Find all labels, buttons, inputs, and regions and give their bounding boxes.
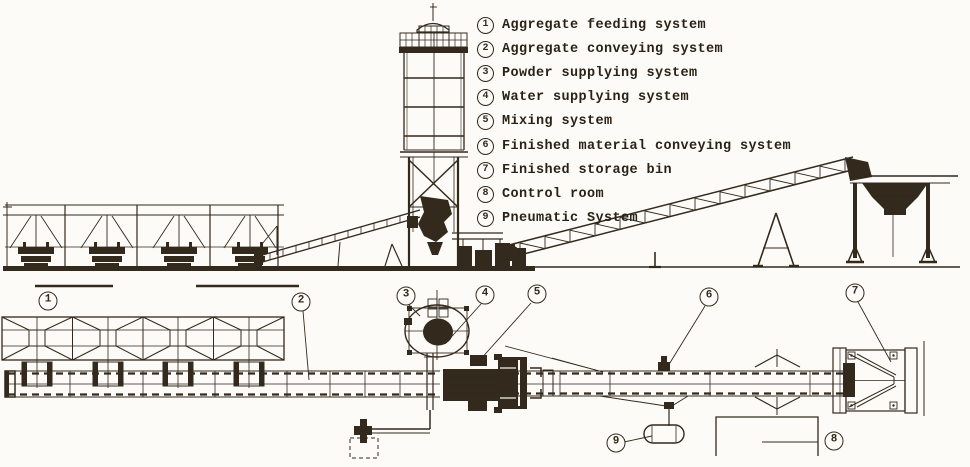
control-room-plan xyxy=(715,416,819,456)
storage-bin-elevation xyxy=(846,175,958,264)
feed-conveyor-elevation xyxy=(254,209,421,267)
legend-number-2-icon: 2 xyxy=(477,40,494,58)
ground-line xyxy=(3,266,960,288)
legend-item-7: 7 Finished storage bin xyxy=(477,158,791,182)
storage-bin-plan xyxy=(832,341,925,416)
pneumatic-tank xyxy=(643,424,685,444)
aggregate-bins-elevation xyxy=(3,202,284,269)
legend-item-2: 2 Aggregate conveying system xyxy=(477,37,791,61)
mixer-plan xyxy=(424,345,604,413)
legend-number-9-icon: 9 xyxy=(477,210,494,228)
cement-silo xyxy=(399,3,468,151)
leader-lines xyxy=(302,301,892,443)
legend-label-1: Aggregate feeding system xyxy=(502,17,707,33)
legend-item-9: 9 Pneumatic System xyxy=(477,207,791,231)
legend-item-1: 1 Aggregate feeding system xyxy=(477,13,791,37)
legend-label-2: Aggregate conveying system xyxy=(502,41,724,57)
legend-item-4: 4 Water supplying system xyxy=(477,86,791,110)
callout-8-icon: 8 xyxy=(824,431,844,451)
legend-number-4-icon: 4 xyxy=(477,89,494,107)
hopper-icon xyxy=(18,242,268,269)
belt-conveyor-plan-right xyxy=(510,349,845,426)
mixer-unit xyxy=(407,196,452,255)
legend-item-5: 5 Mixing system xyxy=(477,110,791,134)
legend-item-6: 6 Finished material conveying system xyxy=(477,134,791,158)
mixer-tower xyxy=(400,151,468,266)
silo-plan xyxy=(404,290,470,360)
callout-6-icon: 6 xyxy=(699,287,719,307)
water-pipe-plan xyxy=(349,410,431,459)
legend-label-5: Mixing system xyxy=(502,114,613,130)
legend-label-6: Finished material conveying system xyxy=(502,138,792,154)
legend-label-9: Pneumatic System xyxy=(502,211,639,227)
legend: 1 Aggregate feeding system 2 Aggregate c… xyxy=(477,13,791,231)
legend-label-7: Finished storage bin xyxy=(502,162,673,178)
belt-conveyor-plan-left xyxy=(4,370,440,398)
callout-7-icon: 7 xyxy=(845,283,865,303)
callout-3-icon: 3 xyxy=(396,286,416,306)
legend-number-7-icon: 7 xyxy=(477,161,494,179)
callout-4-icon: 4 xyxy=(475,285,495,305)
elevation-view xyxy=(3,3,960,288)
legend-number-1-icon: 1 xyxy=(477,16,494,34)
legend-number-5-icon: 5 xyxy=(477,113,494,131)
callout-1-icon: 1 xyxy=(38,291,58,311)
callout-9-icon: 9 xyxy=(606,433,626,453)
callout-5-icon: 5 xyxy=(527,284,547,304)
legend-item-3: 3 Powder supplying system xyxy=(477,61,791,85)
output-conveyor-elevation xyxy=(505,156,872,269)
legend-number-8-icon: 8 xyxy=(477,185,494,203)
legend-label-4: Water supplying system xyxy=(502,90,690,106)
legend-label-3: Powder supplying system xyxy=(502,65,698,81)
legend-item-8: 8 Control room xyxy=(477,182,791,206)
legend-number-6-icon: 6 xyxy=(477,137,494,155)
callout-2-icon: 2 xyxy=(291,292,311,312)
plan-view xyxy=(1,290,925,459)
silo-ladder-plan xyxy=(427,298,449,318)
legend-label-8: Control room xyxy=(502,186,605,202)
legend-number-3-icon: 3 xyxy=(477,64,494,82)
